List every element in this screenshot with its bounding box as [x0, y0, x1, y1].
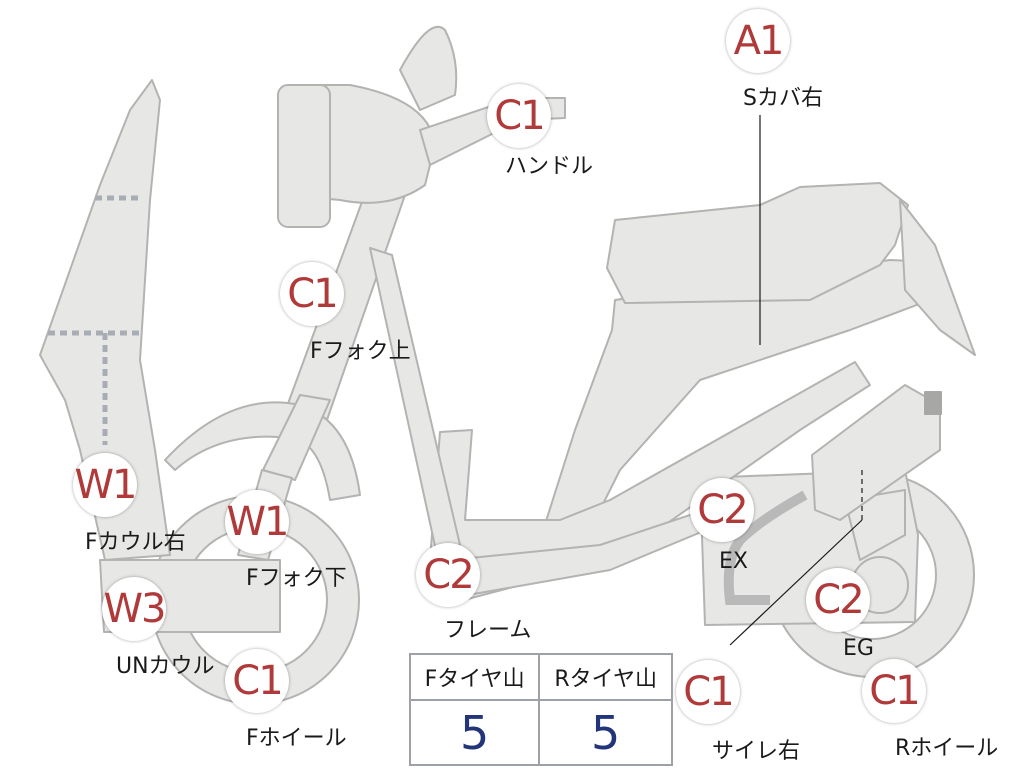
part-code: C1 [494, 93, 545, 139]
part-code: C1 [232, 658, 283, 704]
part-marker-f-fork-lower: W1 [225, 490, 290, 554]
part-label-f-fork-upper: Fフォク上 [310, 339, 411, 364]
part-marker-handle: C1 [487, 84, 551, 148]
part-marker-s-cover-right: A1 [726, 9, 790, 73]
part-marker-r-wheel: C1 [862, 659, 926, 723]
part-label-frame: フレーム [444, 618, 532, 643]
part-label-f-wheel: Fホイール [246, 726, 347, 751]
part-code: C1 [869, 668, 920, 714]
part-label-side-stand-right: サイレ右 [712, 739, 801, 764]
part-code: W1 [226, 499, 290, 545]
part-label-handle: ハンドル [505, 154, 594, 179]
part-code: C2 [813, 577, 864, 623]
part-label-f-fork-lower: Fフォク下 [246, 566, 347, 591]
part-marker-side-stand-right: C1 [676, 660, 740, 724]
seat-shape [606, 182, 909, 304]
part-code: W3 [103, 586, 167, 632]
tire-tread-table: Fタイヤ山 Rタイヤ山 5 5 [408, 653, 673, 766]
part-label-s-cover-right: Sカバ右 [743, 86, 823, 111]
part-label-exhaust: EX [719, 549, 748, 574]
part-label-un-cowl: UNカウル [116, 654, 215, 679]
part-code: C1 [683, 669, 734, 715]
front-tire-header: Fタイヤ山 [408, 653, 541, 701]
part-label-engine: EG [843, 636, 874, 661]
part-marker-f-fork-upper: C1 [280, 262, 344, 326]
rear-tire-value: 5 [538, 699, 673, 766]
part-marker-un-cowl: W3 [102, 577, 167, 641]
part-code: C2 [697, 487, 748, 533]
part-marker-frame: C2 [416, 543, 480, 607]
part-code: C2 [423, 552, 474, 598]
part-label-f-cowl-right: Fカウル右 [85, 530, 186, 555]
part-marker-f-wheel: C1 [225, 649, 289, 713]
part-code: A1 [733, 18, 785, 64]
part-marker-engine: C2 [806, 568, 870, 632]
front-tire-value: 5 [408, 699, 541, 766]
rear-tire-header: Rタイヤ山 [538, 653, 673, 701]
part-marker-exhaust: C2 [690, 478, 754, 542]
part-code: W1 [74, 462, 138, 508]
part-marker-f-cowl-right: W1 [73, 453, 138, 517]
part-code: C1 [287, 271, 338, 317]
part-label-r-wheel: Rホイール [895, 736, 999, 761]
